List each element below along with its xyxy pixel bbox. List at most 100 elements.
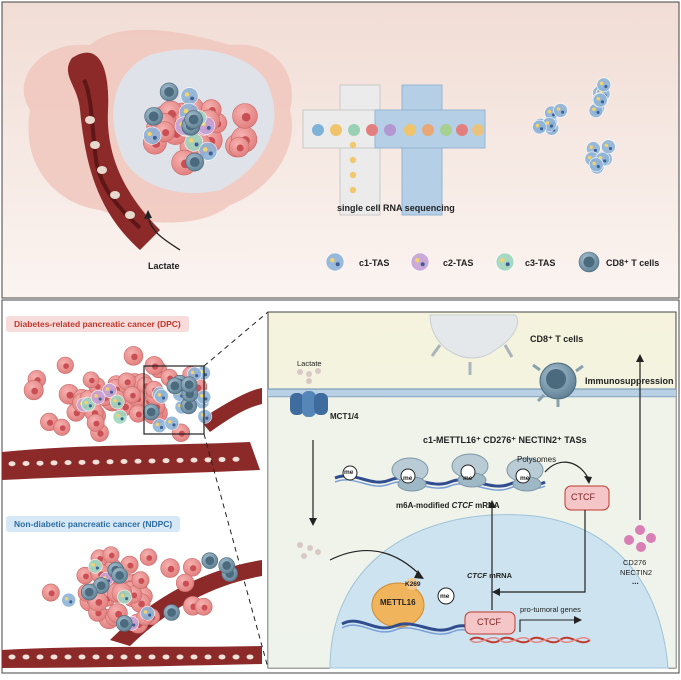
tas-cell <box>117 589 132 605</box>
tas-cell <box>164 415 180 431</box>
tas-granule <box>561 110 565 114</box>
tas-granule <box>91 563 95 567</box>
sequencing-bead <box>456 124 468 136</box>
tas-granule <box>157 393 162 397</box>
me-mark <box>515 468 531 484</box>
tas-granule <box>117 402 121 406</box>
red-blood-cell <box>36 654 44 660</box>
cd8-t-cell-nucleus <box>170 381 180 391</box>
red-blood-cell <box>85 116 95 124</box>
me-mark <box>342 465 358 481</box>
protumoral-label: pro-tumoral genes <box>520 605 581 614</box>
tas-granule <box>120 417 124 421</box>
tas-granule <box>109 390 114 394</box>
blood-vessel-dpc <box>2 442 260 480</box>
tas-cell <box>495 252 515 272</box>
tumor-cell-nucleus <box>135 411 142 418</box>
sequencing-bead <box>348 124 360 136</box>
tas-title: c1-METTL16⁺ CD276⁺ NECTIN2⁺ TASs <box>423 435 587 445</box>
red-blood-cell <box>92 459 100 465</box>
tumor-cell-nucleus <box>131 592 138 599</box>
tumor-cell-nucleus <box>130 392 136 399</box>
tas-granule <box>202 147 208 152</box>
tas-granule <box>556 107 561 111</box>
tas-cell <box>198 141 218 161</box>
tas-granule <box>335 262 340 267</box>
method-label: single cell RNA sequencing <box>337 203 455 213</box>
tumor-cell-nucleus <box>63 363 70 370</box>
cd8-t-cell-nucleus <box>188 114 199 125</box>
tas-granule <box>204 373 208 377</box>
red-blood-cell <box>22 460 30 466</box>
nectin2-label: NECTIN2 <box>620 568 653 577</box>
zoom-box <box>143 365 205 435</box>
cd8-t-cell-nucleus <box>84 587 94 597</box>
tas-cell <box>109 394 125 410</box>
sequencing-bead <box>349 186 357 194</box>
tumor-cell-nucleus <box>108 552 115 559</box>
tumor-cell-nucleus <box>146 555 153 561</box>
tas-granule <box>194 142 199 147</box>
lactate-arrowhead <box>144 210 152 219</box>
tas-cell <box>588 157 604 173</box>
tas-granule <box>184 92 190 97</box>
tas-cell <box>197 409 213 424</box>
tumor-cell-nucleus <box>122 403 129 411</box>
cd276-label: CD276 <box>623 558 647 567</box>
tas-granule <box>69 600 73 604</box>
red-blood-cell <box>134 654 142 660</box>
red-blood-cell <box>125 211 135 219</box>
red-blood-cell <box>22 654 30 660</box>
immunosuppression-label: Immunosuppression <box>585 376 674 386</box>
legend-c1: c1-TAS <box>359 258 390 268</box>
ctcf-nuclear-import-arrow <box>500 510 586 593</box>
blood-vessel-ndpc <box>2 646 262 668</box>
red-blood-cell <box>64 654 72 660</box>
tas-granule <box>593 148 597 152</box>
tas-cell <box>593 92 608 108</box>
tumor-cell-nucleus <box>138 600 145 608</box>
tas-granule <box>190 370 195 375</box>
nuclear-ctcf-label: CTCF <box>477 617 501 627</box>
cd8-t-cell-nucleus <box>222 561 232 570</box>
tas-granule <box>113 398 117 403</box>
red-blood-cell <box>110 191 120 199</box>
tas-granule <box>547 109 552 114</box>
tas-granule <box>172 423 176 427</box>
tas-granule <box>540 127 544 131</box>
legend-c2: c2-TAS <box>443 258 474 268</box>
tumor-cell-nucleus <box>201 604 208 611</box>
tumor-cell-nucleus <box>83 573 89 580</box>
tas-cell <box>180 87 199 106</box>
cd8-t-cell-nucleus <box>189 157 200 168</box>
sequencing-bead <box>472 124 484 136</box>
ndpc-tissue <box>2 546 262 668</box>
red-blood-cell <box>246 654 254 660</box>
zoom-line-top <box>203 311 269 367</box>
sequencing-bead <box>366 124 378 136</box>
red-blood-cell <box>218 654 226 660</box>
tas-granule <box>587 155 592 160</box>
tumor-cell-nucleus <box>236 144 244 152</box>
red-blood-cell <box>232 654 240 660</box>
tumor-cell-nucleus <box>95 598 103 606</box>
tumor-cell-nucleus <box>131 353 138 361</box>
tas-granule <box>143 610 148 614</box>
red-blood-cell <box>92 654 100 660</box>
tas-granule <box>592 107 596 112</box>
tumor-cell-nucleus <box>115 610 123 618</box>
tas-granule <box>535 123 540 128</box>
sequencing-bead <box>330 124 342 136</box>
tas-granule <box>162 396 166 400</box>
legend-c3: c3-TAS <box>525 258 556 268</box>
tas-granule <box>199 393 204 398</box>
lactate-to-mettl16-arrow <box>329 550 421 576</box>
tas-granule <box>88 404 92 408</box>
tumor-cell-nucleus <box>97 430 104 437</box>
mettl16-protein <box>371 582 425 628</box>
red-blood-cell <box>162 654 170 660</box>
tas-granule <box>600 100 605 104</box>
ndpc-label: Non-diabetic pancreatic cancer (NDPC) <box>6 516 181 532</box>
tas-granule <box>152 135 157 140</box>
lactate-molecules-inside <box>297 542 321 559</box>
